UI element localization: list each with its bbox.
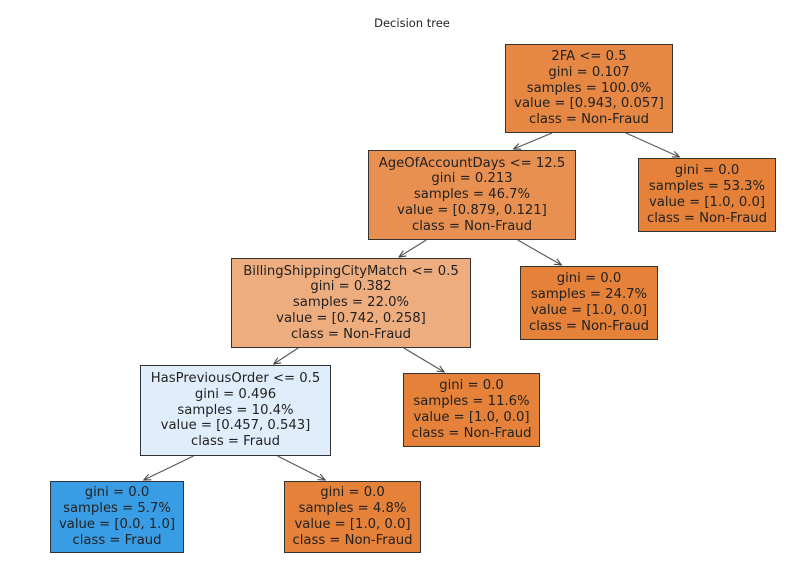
tree-edge-root-n1r (625, 132, 679, 157)
tree-edge-n3-n4r (277, 455, 326, 480)
node-text-line: value = [0.879, 0.121] (397, 202, 547, 218)
node-text-line: gini = 0.382 (310, 279, 392, 295)
node-text-line: value = [0.457, 0.543] (160, 418, 311, 434)
tree-edge-n1-n2r (517, 239, 562, 265)
node-text-line: AgeOfAccountDays <= 12.5 (378, 155, 566, 171)
node-text-line: class = Non-Fraud (646, 210, 768, 226)
node-text-line: value = [0.0, 1.0] (58, 517, 176, 532)
node-text-line: class = Non-Fraud (290, 326, 412, 342)
node-text-line: samples = 100.0% (526, 80, 652, 96)
node-text-line: gini = 0.107 (548, 64, 630, 80)
node-text-line: gini = 0.496 (194, 386, 277, 402)
node-text-line: 2FA <= 0.5 (551, 49, 627, 64)
node-text-line: class = Fraud (190, 434, 281, 450)
node-text-line: BillingShippingCityMatch <= 0.5 (243, 263, 459, 279)
node-text-line: HasPreviousOrder <= 0.5 (150, 371, 321, 386)
node-text-line: samples = 53.3% (648, 179, 766, 195)
node-text-line: gini = 0.213 (431, 171, 513, 187)
node-text-line: samples = 10.4% (177, 402, 294, 418)
tree-edge-n3-n4l (144, 455, 194, 480)
node-text-line: value = [0.943, 0.057] (514, 96, 664, 112)
tree-edge-n1-n2 (399, 239, 427, 257)
node-text-line: class = Non-Fraud (411, 425, 532, 441)
node-text-line: samples = 11.6% (413, 394, 530, 410)
node-text-line: class = Non-Fraud (528, 112, 650, 128)
node-text-line: class = Non-Fraud (528, 318, 650, 334)
node-text-line: value = [0.742, 0.258] (276, 310, 426, 326)
node-text-line: samples = 24.7% (530, 287, 648, 303)
node-text-line: samples = 22.0% (292, 295, 410, 311)
node-text-line: gini = 0.0 (84, 485, 150, 501)
node-text-line: gini = 0.0 (556, 271, 622, 287)
node-text-line: value = [1.0, 0.0] (413, 410, 530, 425)
tree-edge-n2-n3 (274, 347, 299, 364)
node-text-line: gini = 0.0 (439, 378, 504, 394)
node-text-line: class = Non-Fraud (411, 218, 533, 234)
chart-title: Decision tree (374, 16, 450, 30)
node-text-line: class = Non-Fraud (292, 532, 413, 548)
node-text-line: samples = 46.7% (413, 187, 531, 203)
tree-edge-n2-n3r (403, 347, 444, 372)
tree-edge-root-n1 (514, 132, 553, 149)
node-text-line: class = Fraud (72, 532, 162, 548)
node-text-line: samples = 4.8% (298, 501, 407, 517)
node-text-line: samples = 5.7% (63, 501, 171, 517)
node-text-line: value = [1.0, 0.0] (294, 517, 411, 532)
node-text-line: value = [1.0, 0.0] (530, 303, 648, 318)
node-text-line: gini = 0.0 (674, 163, 740, 179)
node-text-line: value = [1.0, 0.0] (648, 195, 766, 210)
node-text-line: gini = 0.0 (320, 485, 385, 501)
